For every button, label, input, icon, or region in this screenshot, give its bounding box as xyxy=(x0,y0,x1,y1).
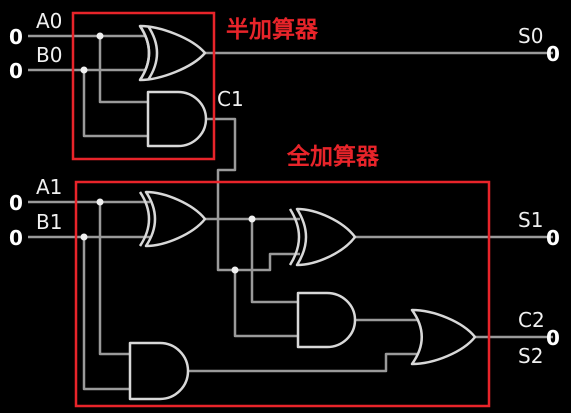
output-label-s1: S1 xyxy=(518,208,543,232)
input-label-b1: B1 xyxy=(36,210,62,234)
junction-dot xyxy=(80,233,88,241)
and-gate-full-adder-2 xyxy=(128,341,190,401)
input-label-a1: A1 xyxy=(36,175,62,199)
wire-b0-to-and xyxy=(82,70,150,138)
input-value-a0[interactable]: 0 xyxy=(9,25,23,49)
junction-dot xyxy=(248,215,256,223)
wire-xor1-to-and2 xyxy=(250,219,300,304)
input-value-b0[interactable]: 0 xyxy=(9,59,23,83)
and-gate-full-adder-1 xyxy=(296,291,357,349)
input-label-a0: A0 xyxy=(36,9,62,33)
output-label-c2: C2 xyxy=(518,308,545,332)
junction-dot xyxy=(80,66,88,74)
xor-gate-half-adder xyxy=(138,24,207,82)
junction-dot xyxy=(96,32,104,40)
wire-a1-to-and3 xyxy=(98,202,132,356)
xor-gate-full-adder-1 xyxy=(138,190,207,248)
and-gate-half-adder xyxy=(146,90,208,148)
wire-c1 xyxy=(205,117,237,272)
output-value-s1: 0 xyxy=(546,226,560,250)
output-label-c1: C1 xyxy=(217,87,244,111)
junctions xyxy=(80,32,256,274)
wire-a0-to-and xyxy=(98,36,150,104)
xor-gate-full-adder-2 xyxy=(288,207,357,267)
half-adder-box xyxy=(71,11,216,161)
junction-dot xyxy=(231,266,239,274)
wire-c1-to-xor2 xyxy=(235,252,300,272)
wire-b1-to-and3 xyxy=(82,237,132,391)
output-label-s0: S0 xyxy=(518,24,543,48)
wire-c1-to-and2 xyxy=(233,270,300,338)
wire-and3-out xyxy=(188,352,420,373)
full-adder-title: 全加算器 xyxy=(286,143,380,170)
or-gate-full-adder xyxy=(410,308,477,366)
input-value-b1[interactable]: 0 xyxy=(9,226,23,250)
junction-dot xyxy=(96,198,104,206)
input-value-a1[interactable]: 0 xyxy=(9,191,23,215)
output-value-s0: 0 xyxy=(546,42,560,66)
full-adder-box xyxy=(74,180,491,408)
output-value-c2: 0 xyxy=(546,326,560,350)
input-label-b0: B0 xyxy=(36,43,62,67)
half-adder-title: 半加算器 xyxy=(226,16,319,43)
output-label-s2: S2 xyxy=(518,344,543,368)
